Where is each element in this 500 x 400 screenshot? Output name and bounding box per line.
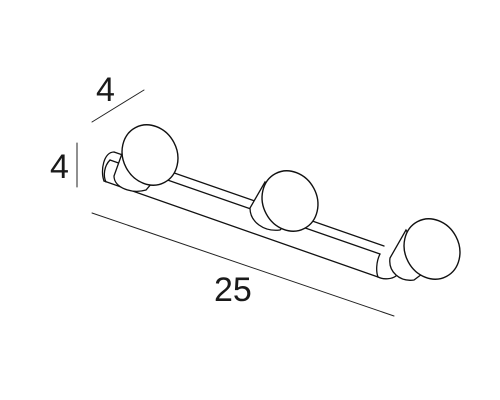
knob-face-2 — [261, 170, 319, 232]
hook-knob-1 — [113, 124, 179, 192]
length-dimension: 25 — [91, 212, 395, 317]
height-dimension: 4 — [50, 142, 78, 188]
hook-rail-product — [101, 124, 461, 281]
hook-knob-3 — [389, 218, 461, 281]
knob-face-3 — [403, 218, 461, 280]
height-dimension-label: 4 — [50, 148, 69, 186]
length-dimension-label: 25 — [214, 271, 252, 309]
depth-dimension-line — [91, 89, 145, 123]
depth-dimension-label: 4 — [96, 71, 115, 109]
length-dimension-line — [91, 212, 395, 317]
knob-face-1 — [121, 124, 179, 186]
depth-dimension: 4 — [91, 71, 145, 123]
hook-knob-2 — [249, 170, 319, 232]
